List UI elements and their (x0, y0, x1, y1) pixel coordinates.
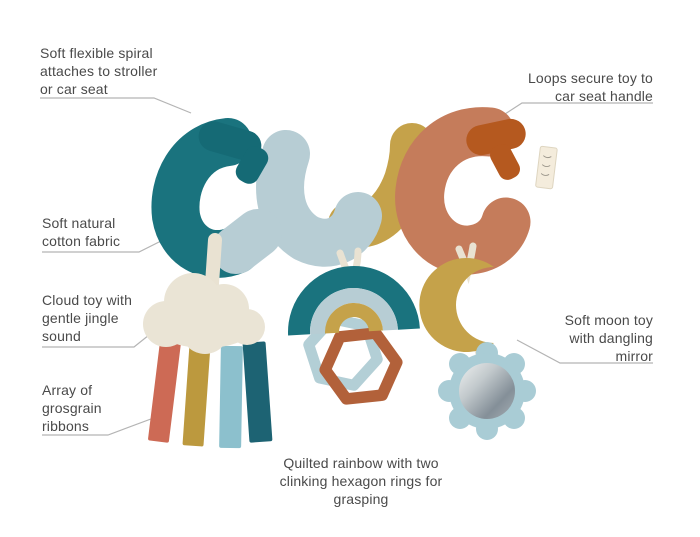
note-line: sound (42, 328, 81, 344)
orange-spiral-hook (395, 107, 531, 275)
note-line: Array of (42, 382, 93, 398)
cloud-hanger-ribbon (205, 233, 222, 291)
hexagon-rings (303, 313, 403, 405)
rainbow-toy (288, 266, 420, 336)
note-line: Soft moon toy (564, 312, 653, 328)
mirror-toy (438, 342, 536, 440)
leader-loops (504, 102, 653, 115)
note-line: with dangling (569, 330, 653, 346)
teal-loop-tail (235, 146, 269, 184)
note-quilted-rainbow: Quilted rainbow with two clinking hexago… (228, 454, 494, 508)
leader-spiral (40, 97, 192, 114)
hexagon-ring-terracotta (319, 327, 403, 405)
mirror-glass (459, 363, 515, 419)
cloud-base (158, 310, 252, 348)
fabric-tag (535, 145, 558, 190)
note-grosgrain-ribbons: Array of grosgrain ribbons (42, 381, 102, 435)
leader-cotton (42, 237, 168, 253)
fabric-tag-script (540, 155, 552, 176)
rainbow-arch-teal (288, 266, 420, 336)
note-line: ribbons (42, 418, 89, 434)
note-line: mirror (615, 348, 653, 364)
note-line: Soft natural (42, 215, 116, 231)
ribbon-coral (148, 339, 181, 443)
leader-ribbons (42, 412, 168, 436)
note-line: cotton fabric (42, 233, 121, 249)
ribbon-blue (219, 345, 243, 449)
note-line: attaches to stroller (40, 63, 158, 79)
leader-lines (40, 97, 653, 436)
ribbon-teal (242, 341, 273, 443)
note-cloud-jingle: Cloud toy with gentle jingle sound (42, 291, 132, 345)
fabric-tag-body (535, 145, 558, 190)
rainbow-arch-mustard (325, 303, 383, 334)
note-line: gentle jingle (42, 310, 119, 326)
note-line: clinking hexagon rings for (279, 473, 443, 489)
note-line: Cloud toy with (42, 292, 133, 308)
note-cotton-fabric: Soft natural cotton fabric (42, 214, 120, 250)
orange-loop-tail (490, 144, 520, 180)
grosgrain-ribbons (148, 339, 273, 449)
note-line: Quilted rainbow with two (283, 455, 439, 471)
rainbow-arch-blue (310, 288, 398, 335)
orange-attachment-loop (466, 118, 526, 156)
leader-moon (516, 339, 653, 364)
ribbon-mustard (182, 343, 211, 447)
note-flexible-spiral: Soft flexible spiral attaches to strolle… (40, 44, 157, 98)
note-moon-mirror: Soft moon toy with dangling mirror (565, 311, 653, 365)
note-line: Soft flexible spiral (40, 45, 153, 61)
note-line: Loops secure toy to (527, 70, 653, 86)
cloud-toy (143, 273, 265, 354)
note-line: car seat handle (555, 88, 653, 104)
attachment-loops (198, 118, 526, 184)
note-line: or car seat (40, 81, 108, 97)
note-carseat-loops: Loops secure toy to car seat handle (528, 69, 653, 105)
hexagon-ring-blue (303, 313, 383, 391)
blue-spiral-arc (256, 130, 382, 267)
moon-toy (419, 258, 494, 353)
teal-attachment-loop (198, 121, 262, 161)
note-line: grasping (333, 491, 389, 507)
note-line: grosgrain (42, 400, 102, 416)
teal-hook-blue-tip (212, 209, 282, 274)
